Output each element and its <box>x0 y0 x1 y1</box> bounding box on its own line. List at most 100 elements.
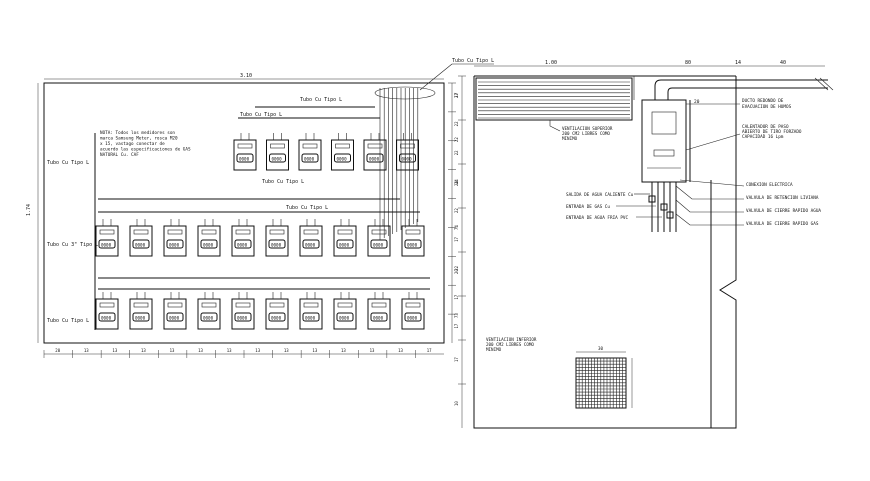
gas-meter: 0000 <box>265 219 289 257</box>
meter-readout: 0000 <box>272 157 283 162</box>
pipe-label-side-row3: Tubo Cu Tipo L <box>47 318 89 324</box>
meter-body <box>163 225 187 257</box>
meter-dial <box>336 239 354 249</box>
heater-side-dim-value: 20 <box>454 269 459 274</box>
heater-panel <box>651 111 677 135</box>
meter-dial <box>234 312 252 322</box>
right-dim-value: 22 <box>454 265 459 270</box>
heater-top-dim-2: 80 <box>685 60 691 66</box>
upper-ventilation-louvre <box>475 76 635 121</box>
meter-dial <box>132 239 150 249</box>
side-dimension-value: 1.74 <box>26 204 32 216</box>
meter-body <box>129 225 153 257</box>
meter-dial <box>404 239 422 249</box>
right-dim-value: 17 <box>454 236 459 241</box>
gas-meter: 0000 <box>197 219 221 257</box>
meter-index-window <box>99 229 115 235</box>
meter-dial <box>98 312 116 322</box>
meter-index-window <box>235 229 251 235</box>
meter-index-window <box>303 229 319 235</box>
meter-dial <box>236 153 254 163</box>
pipe-label-row2-top: Tubo Cu Tipo L <box>262 179 304 185</box>
meter-dial <box>404 312 422 322</box>
meter-index-window <box>335 143 350 149</box>
right-dim-value: 24 <box>454 179 459 184</box>
meter-dial <box>302 312 320 322</box>
meter-index-window <box>167 302 183 308</box>
meter-body <box>367 225 391 257</box>
heater-label: ABIERTO DE TIRO FORZADO <box>742 129 802 135</box>
meter-index-window <box>269 302 285 308</box>
bottom-dim-value: 13 <box>112 348 117 353</box>
bottom-dim-value: 17 <box>427 348 432 353</box>
heater-side-dim-value: 73 <box>454 313 459 318</box>
heater-top-dim-3: 14 <box>735 60 741 66</box>
gas-meter: 0000 <box>299 219 323 257</box>
meter-readout: 0000 <box>237 243 248 248</box>
meter-index-window <box>201 229 217 235</box>
meter-readout: 0000 <box>304 157 315 162</box>
gas-meter: 0000 <box>266 133 289 171</box>
heater-label: CALENTADOR DE PASO <box>742 124 789 130</box>
inline-valve <box>666 211 674 219</box>
heater-side-dim-value: 10 <box>454 401 459 406</box>
pipe-label-side-row1: Tubo Cu Tipo L <box>47 160 89 166</box>
meter-index-window <box>337 302 353 308</box>
meter-index-window <box>303 302 319 308</box>
exhaust-duct-inner <box>667 87 828 100</box>
bottom-dim-value: 13 <box>398 348 403 353</box>
check-valve-label: VALVULA DE RETENCION LIVIANA <box>746 195 819 201</box>
meter-readout: 0000 <box>373 316 384 321</box>
meter-readout: 0000 <box>169 243 180 248</box>
meter-readout: 0000 <box>402 157 413 162</box>
meter-dial <box>302 239 320 249</box>
meter-dial <box>234 239 252 249</box>
meter-dial <box>132 312 150 322</box>
gas-meter: 0000 <box>298 133 322 171</box>
bottom-dim-value: 20 <box>55 348 60 353</box>
meter-dial <box>301 153 319 163</box>
meter-dial <box>269 153 286 163</box>
exhaust-label: EVACUACION DE HUMOS <box>742 104 792 110</box>
meter-dial <box>366 153 384 163</box>
gas-meter: 0000 <box>363 133 387 171</box>
gas-meter: 0000 <box>401 219 425 257</box>
pipe-label-top-arrow <box>419 63 453 91</box>
meter-readout: 0000 <box>203 316 214 321</box>
gas-meter: 0000 <box>396 133 419 171</box>
meter-body <box>299 225 323 257</box>
lower-ventilation-grille: 30 <box>575 346 633 409</box>
bottom-dim-value: 13 <box>170 348 175 353</box>
meter-index-window <box>400 143 415 149</box>
vent-top-line: VENTILACION SUPERIOR <box>562 126 613 131</box>
gas-meter: 0000 <box>231 219 255 257</box>
gas-meter: 0000 <box>95 219 119 257</box>
wall-outline <box>473 76 737 429</box>
gas-meter-bank: 0000 0000 0000 0000 0000 0000 0000 0000 0000 0000… <box>95 133 425 330</box>
meter-index-window <box>269 229 285 235</box>
meter-body <box>163 298 187 330</box>
gas-meter: 0000 <box>299 292 323 330</box>
heater-top-dim-1: 1.00 <box>545 60 557 66</box>
gas-meter: 0000 <box>231 292 255 330</box>
top-dimension-value: 3.10 <box>240 73 252 79</box>
meter-readout: 0000 <box>203 243 214 248</box>
meter-body <box>129 298 153 330</box>
shut-water-label: VALVULA DE CIERRE RAPIDO AGUA <box>746 208 821 214</box>
vent-bottom-line: MINIMO <box>486 347 502 352</box>
meter-bank-elevation: 3.10 1.74 Tubo Cu Tipo L Tubo Cu Tipo L … <box>26 58 494 358</box>
meter-body <box>333 225 357 257</box>
meter-body <box>331 139 354 171</box>
shut-water-leader <box>675 199 744 213</box>
meter-body <box>231 298 255 330</box>
gas-meter: 0000 <box>129 292 153 330</box>
gas-meter: 0000 <box>95 292 119 330</box>
pipe-label-row3-top: Tubo Cu Tipo L <box>286 205 328 211</box>
meter-dial <box>166 239 184 249</box>
inline-valve <box>660 203 668 211</box>
heater-connection-pipes <box>648 182 677 232</box>
meter-dial <box>268 312 286 322</box>
gas-meter: 0000 <box>163 219 187 257</box>
